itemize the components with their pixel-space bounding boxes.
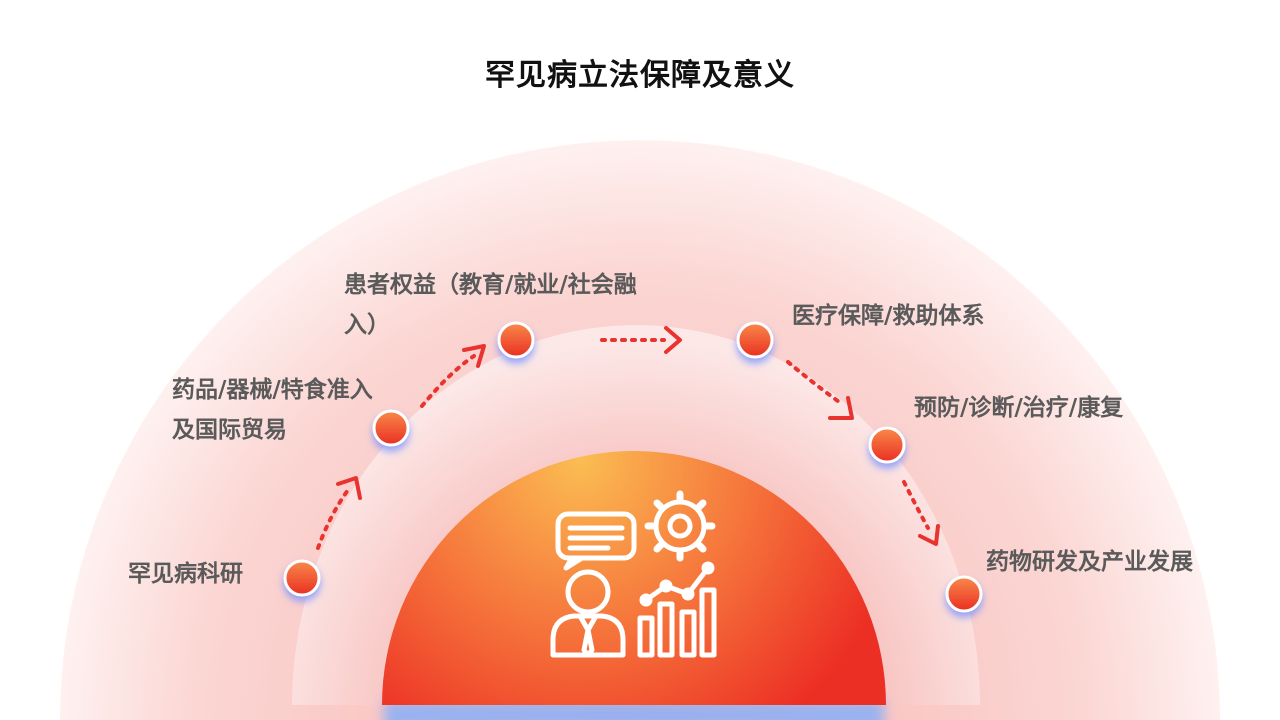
label-rights-line1: 患者权益（教育/就业/社会融 (344, 272, 637, 298)
node-rights (497, 321, 535, 359)
label-rights-line2: 入） (344, 312, 390, 338)
node-market (372, 409, 410, 447)
arrow-market-to-rights (420, 354, 476, 408)
node-medical (736, 321, 774, 359)
node-research (283, 559, 321, 597)
label-prevention-text: 预防/诊断/治疗/康复 (914, 395, 1124, 421)
label-prevention: 预防/诊断/治疗/康复 (914, 388, 1123, 428)
node-prevention (868, 426, 906, 464)
label-industry-text: 药物研发及产业发展 (986, 549, 1193, 575)
page-title: 罕见病立法保障及意义 (485, 58, 795, 93)
arrow-medical-to-prevention (786, 360, 844, 406)
label-medical-text: 医疗保障/救助体系 (792, 303, 985, 329)
node-industry (945, 575, 983, 613)
core-semicircle (382, 451, 886, 705)
arrow-research-to-market (316, 488, 350, 550)
label-rights: 患者权益（教育/就业/社会融 入） (344, 265, 637, 345)
label-industry: 药物研发及产业发展 (986, 542, 1193, 582)
label-market-line2: 及国际贸易 (172, 417, 287, 443)
flow-nodes (283, 321, 983, 613)
person-with-chart-and-gear-icon (550, 490, 717, 658)
label-market: 药品/器械/特食准入 及国际贸易 (172, 370, 373, 450)
arrow-prevention-to-industry (902, 480, 930, 530)
label-research: 罕见病科研 (128, 554, 243, 594)
flow-arrows (316, 326, 940, 550)
label-medical: 医疗保障/救助体系 (792, 296, 984, 336)
label-research-text: 罕见病科研 (128, 561, 243, 587)
label-market-line1: 药品/器械/特食准入 (172, 377, 373, 403)
